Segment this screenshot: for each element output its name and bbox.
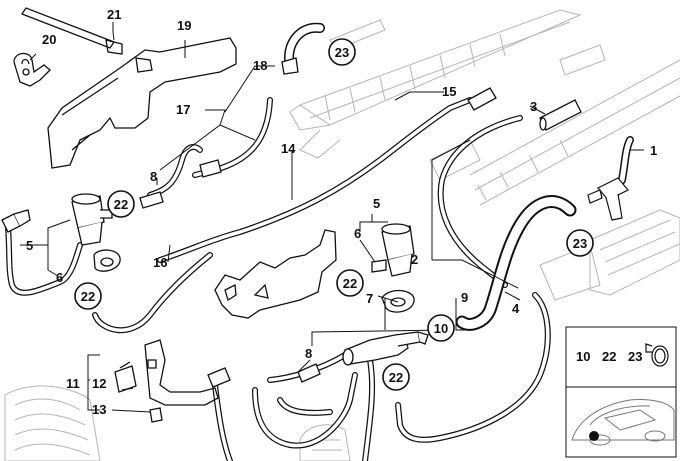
label-9: 9 bbox=[461, 290, 468, 305]
label-2: 2 bbox=[411, 252, 418, 267]
label-1: 1 bbox=[650, 143, 657, 158]
svg-text:22: 22 bbox=[81, 289, 95, 304]
label-6-centre: 6 bbox=[354, 226, 361, 241]
callout-22-centre: 22 bbox=[336, 269, 364, 297]
label-19: 19 bbox=[177, 18, 191, 33]
legend-item-10: 10 bbox=[576, 349, 590, 364]
callout-10: 10 bbox=[427, 314, 455, 342]
small-parts-12-13 bbox=[114, 361, 163, 423]
svg-text:22: 22 bbox=[343, 276, 357, 291]
bracket-19 bbox=[47, 37, 237, 169]
label-5-left: 5 bbox=[26, 238, 33, 253]
vacuum-unit-left bbox=[71, 193, 121, 272]
car-location-icon bbox=[571, 399, 675, 446]
callout-23-right: 23 bbox=[566, 229, 594, 257]
label-21: 21 bbox=[107, 7, 121, 22]
label-13: 13 bbox=[92, 402, 106, 417]
label-18: 18 bbox=[253, 58, 267, 73]
hose-clamp-icon bbox=[645, 343, 669, 367]
bottom-elbow bbox=[207, 367, 231, 388]
label-7: 7 bbox=[366, 291, 373, 306]
svg-text:23: 23 bbox=[573, 236, 587, 251]
label-12: 12 bbox=[92, 376, 106, 391]
label-3: 3 bbox=[530, 99, 537, 114]
label-20: 20 bbox=[42, 32, 56, 47]
svg-text:10: 10 bbox=[434, 321, 448, 336]
label-8-upper: 8 bbox=[150, 169, 157, 184]
callout-22-left: 22 bbox=[74, 282, 102, 310]
label-6-left: 6 bbox=[56, 270, 63, 285]
check-valve-7 bbox=[342, 331, 429, 366]
engine-background-outline bbox=[4, 9, 680, 461]
svg-text:23: 23 bbox=[335, 45, 349, 60]
legend-box: 10 22 23 bbox=[565, 326, 677, 458]
label-11: 11 bbox=[66, 376, 80, 391]
circled-callouts: 23 22 22 22 22 10 23 bbox=[74, 38, 594, 391]
callout-22-lower: 22 bbox=[382, 363, 410, 391]
label-4: 4 bbox=[512, 301, 520, 316]
callout-23-top: 23 bbox=[328, 38, 356, 66]
label-15: 15 bbox=[442, 84, 456, 99]
label-17: 17 bbox=[176, 102, 190, 117]
label-5-centre: 5 bbox=[373, 196, 380, 211]
hose-sleeves bbox=[139, 57, 582, 383]
svg-text:22: 22 bbox=[389, 370, 403, 385]
leader-lines bbox=[20, 22, 644, 413]
label-14: 14 bbox=[281, 141, 296, 156]
legend-item-22: 22 bbox=[602, 349, 616, 364]
label-8-lower: 8 bbox=[305, 346, 312, 361]
hoses bbox=[5, 22, 634, 461]
callout-22-upper: 22 bbox=[107, 190, 135, 218]
left-connector bbox=[1, 209, 31, 233]
cable-tie-21 bbox=[21, 7, 123, 55]
label-16: 16 bbox=[153, 255, 167, 270]
bracket-lower bbox=[144, 339, 219, 406]
part-number-labels: 1 2 3 4 5 5 6 6 7 8 8 9 11 12 13 14 15 1… bbox=[26, 7, 657, 417]
bracket-plate-centre bbox=[214, 229, 337, 319]
vacuum-unit-centre bbox=[371, 223, 415, 313]
svg-text:22: 22 bbox=[114, 197, 128, 212]
legend-item-23: 23 bbox=[628, 349, 642, 364]
injector-right bbox=[587, 177, 629, 221]
